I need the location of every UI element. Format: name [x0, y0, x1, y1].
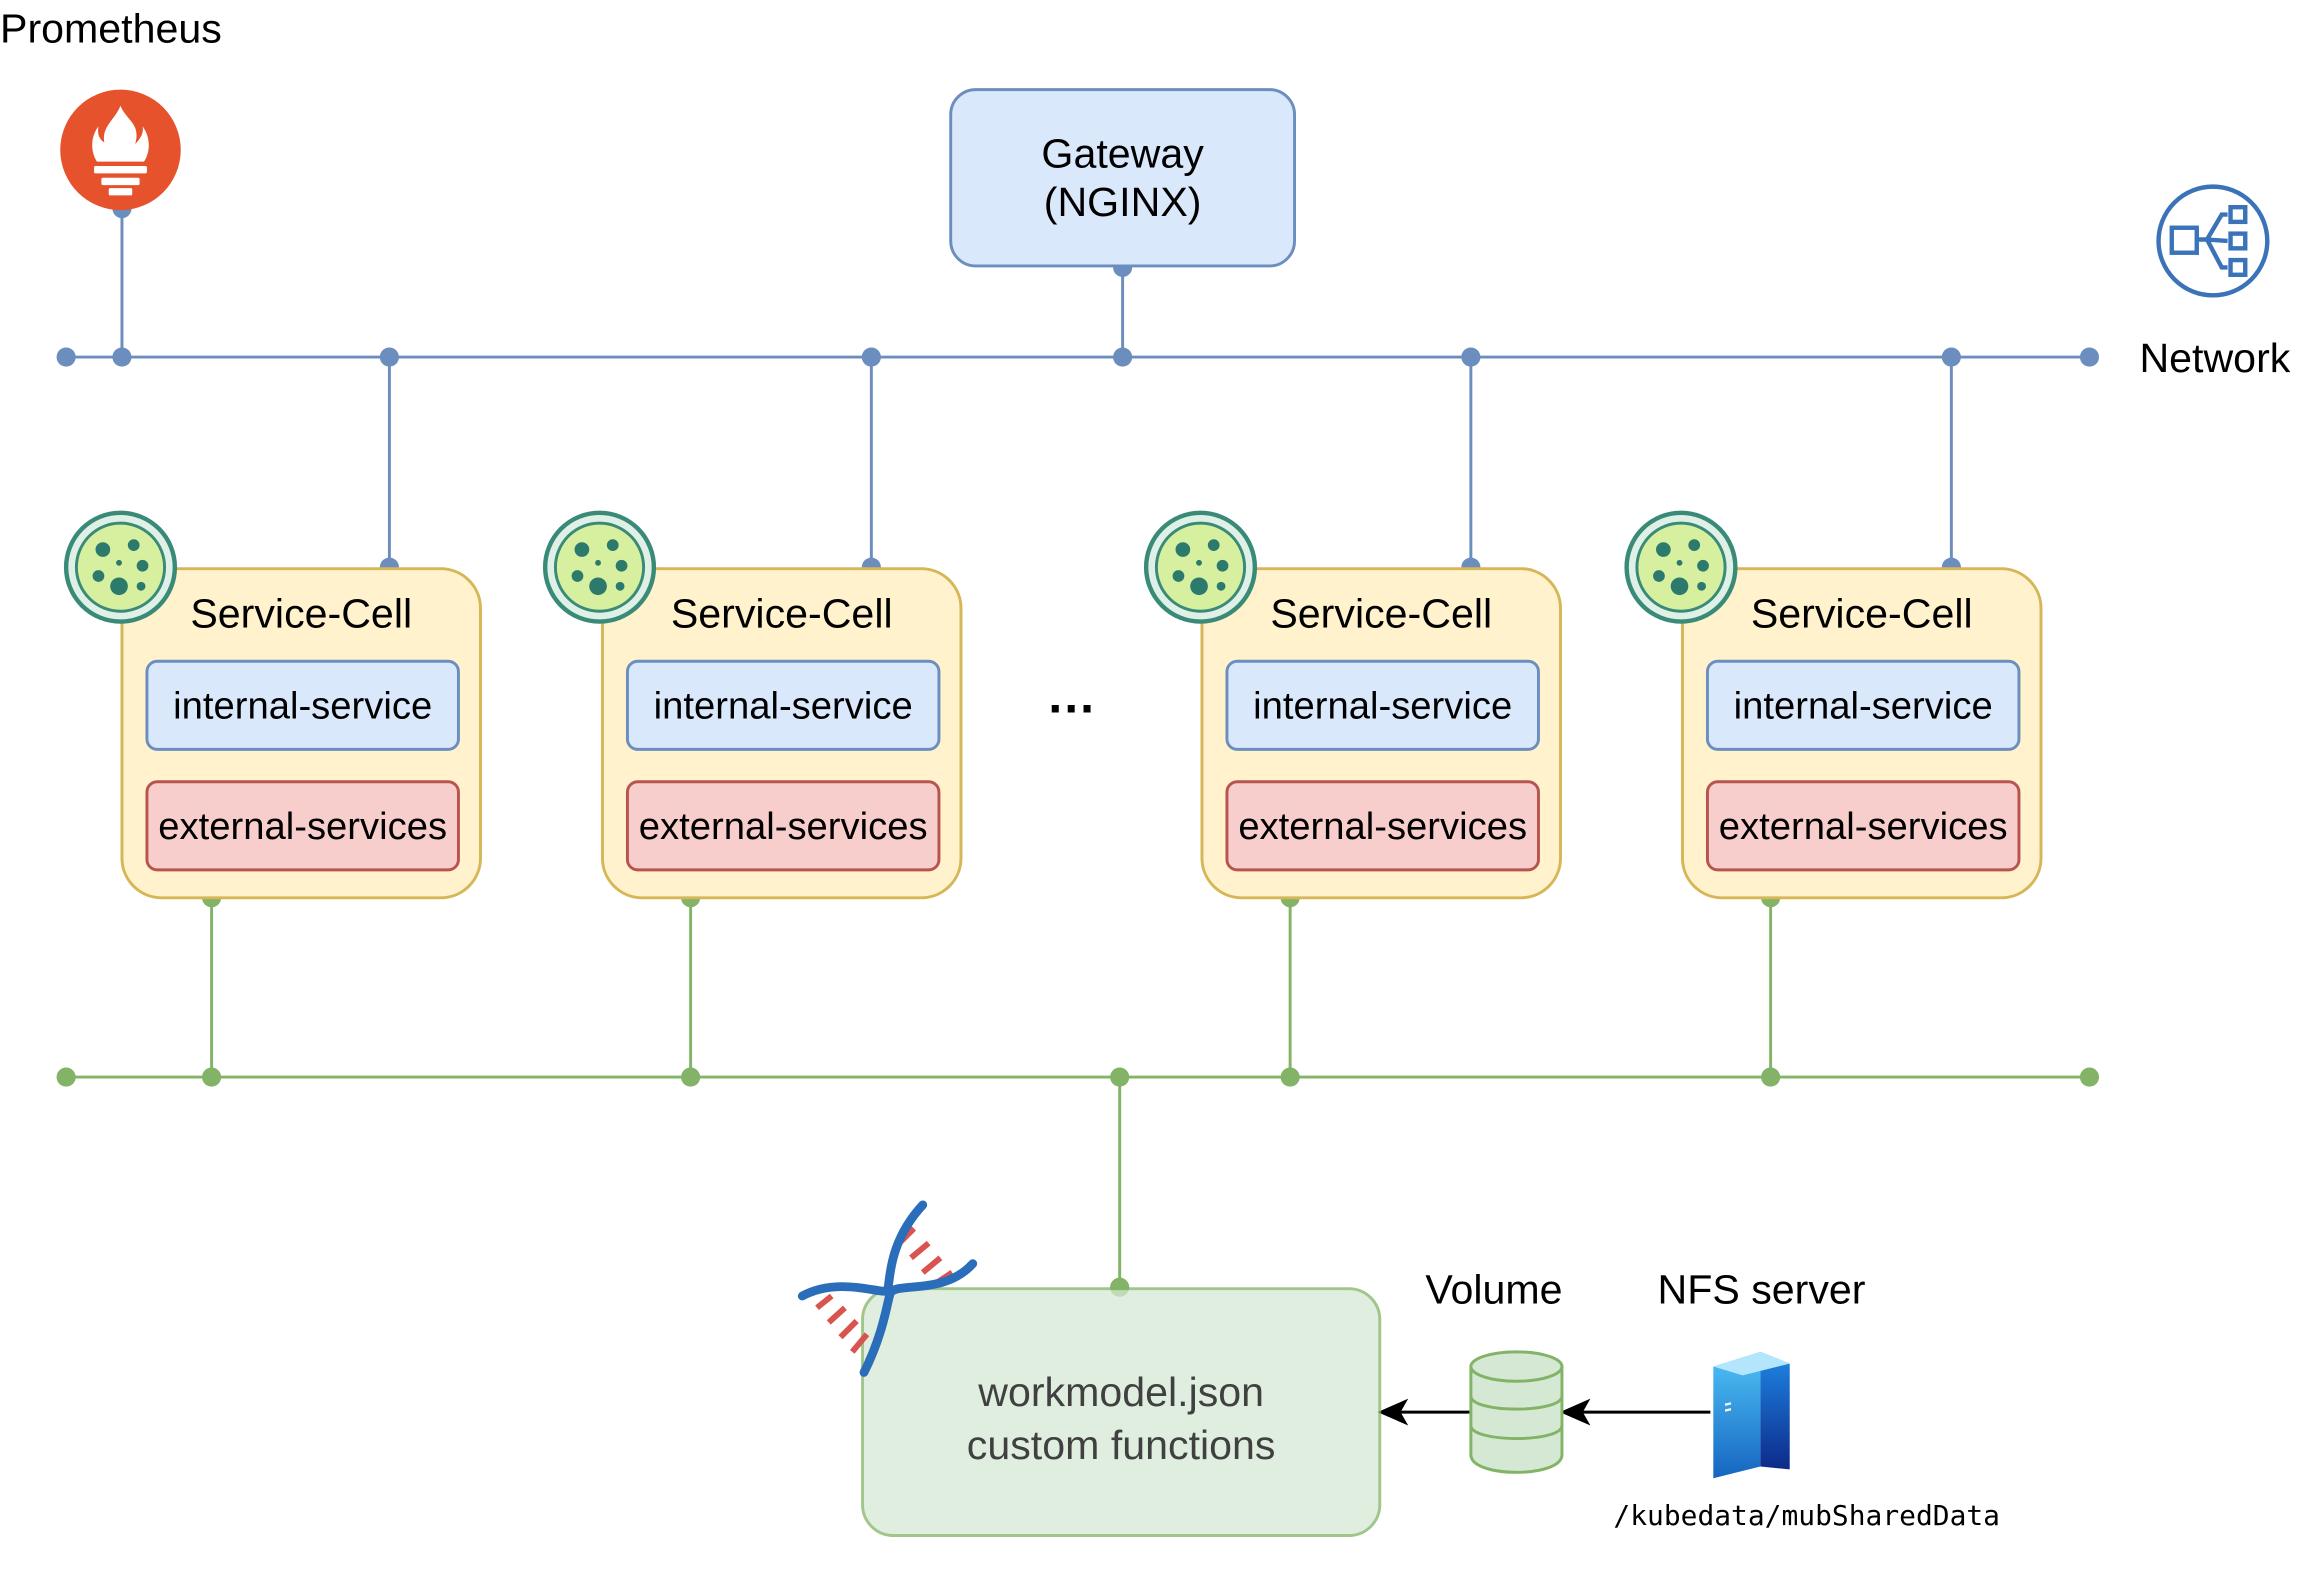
nfs-path-label: /kubedata/mubSharedData [1613, 1500, 2001, 1533]
junction [861, 347, 881, 367]
service-cell-3: Service-Cell internal-service external-s… [1200, 567, 1562, 900]
internal-service-box: internal-service [625, 659, 941, 751]
storage-bus-endpoint-left [56, 1067, 76, 1087]
junction [379, 347, 399, 367]
prometheus-torch-icon [60, 89, 181, 211]
dna-icon [797, 1200, 978, 1377]
database-icon [1469, 1350, 1564, 1474]
internal-service-box: internal-service [1225, 659, 1540, 751]
service-cell-1: Service-Cell internal-service external-s… [120, 567, 482, 900]
cell-culture-icon [1143, 510, 1258, 624]
junction [1761, 1067, 1781, 1087]
service-cell-title: Service-Cell [670, 590, 893, 637]
gateway-box: Gateway (NGINX) [949, 88, 1297, 268]
workmodel-box: workmodel.json custom functions [861, 1287, 1382, 1537]
external-services-box: external-services [1225, 780, 1540, 872]
network-bus-endpoint-right [2079, 347, 2100, 367]
external-services-box: external-services [1705, 780, 2021, 872]
workmodel-title: workmodel.json [978, 1369, 1265, 1416]
junction [1941, 347, 1961, 367]
cell-culture-icon [1624, 510, 1738, 624]
prometheus-label: Prometheus [0, 5, 222, 52]
workmodel-subtitle: custom functions [966, 1422, 1276, 1468]
junction [1113, 347, 1133, 367]
junction [112, 347, 132, 367]
internal-service-box: internal-service [1705, 659, 2021, 751]
external-services-box: external-services [625, 780, 941, 872]
gateway-title: Gateway [1041, 130, 1204, 177]
more-cells-ellipsis: … [1046, 668, 1100, 725]
nfs-label: NFS server [1657, 1266, 1866, 1313]
cell-culture-icon [63, 510, 178, 624]
junction [1110, 1067, 1130, 1087]
service-cell-title: Service-Cell [190, 590, 413, 637]
junction [681, 1067, 701, 1087]
storage-bus-endpoint-right [2079, 1067, 2100, 1087]
network-router-icon [2156, 184, 2270, 298]
server-icon [1713, 1351, 1790, 1479]
service-cell-title: Service-Cell [1750, 590, 1973, 637]
network-label: Network [2139, 335, 2291, 381]
volume-label: Volume [1425, 1266, 1563, 1313]
service-cell-2: Service-Cell internal-service external-s… [600, 567, 963, 900]
internal-service-box: internal-service [145, 659, 460, 751]
service-cell-title: Service-Cell [1270, 590, 1493, 637]
network-bus-endpoint-left [56, 347, 76, 367]
cell-culture-icon [542, 510, 657, 624]
gateway-subtitle: (NGINX) [1043, 179, 1202, 225]
junction [1280, 1067, 1300, 1087]
service-cell-4: Service-Cell internal-service external-s… [1680, 567, 2043, 900]
junction [1461, 347, 1481, 367]
junction [202, 1067, 222, 1087]
external-services-box: external-services [145, 780, 460, 872]
